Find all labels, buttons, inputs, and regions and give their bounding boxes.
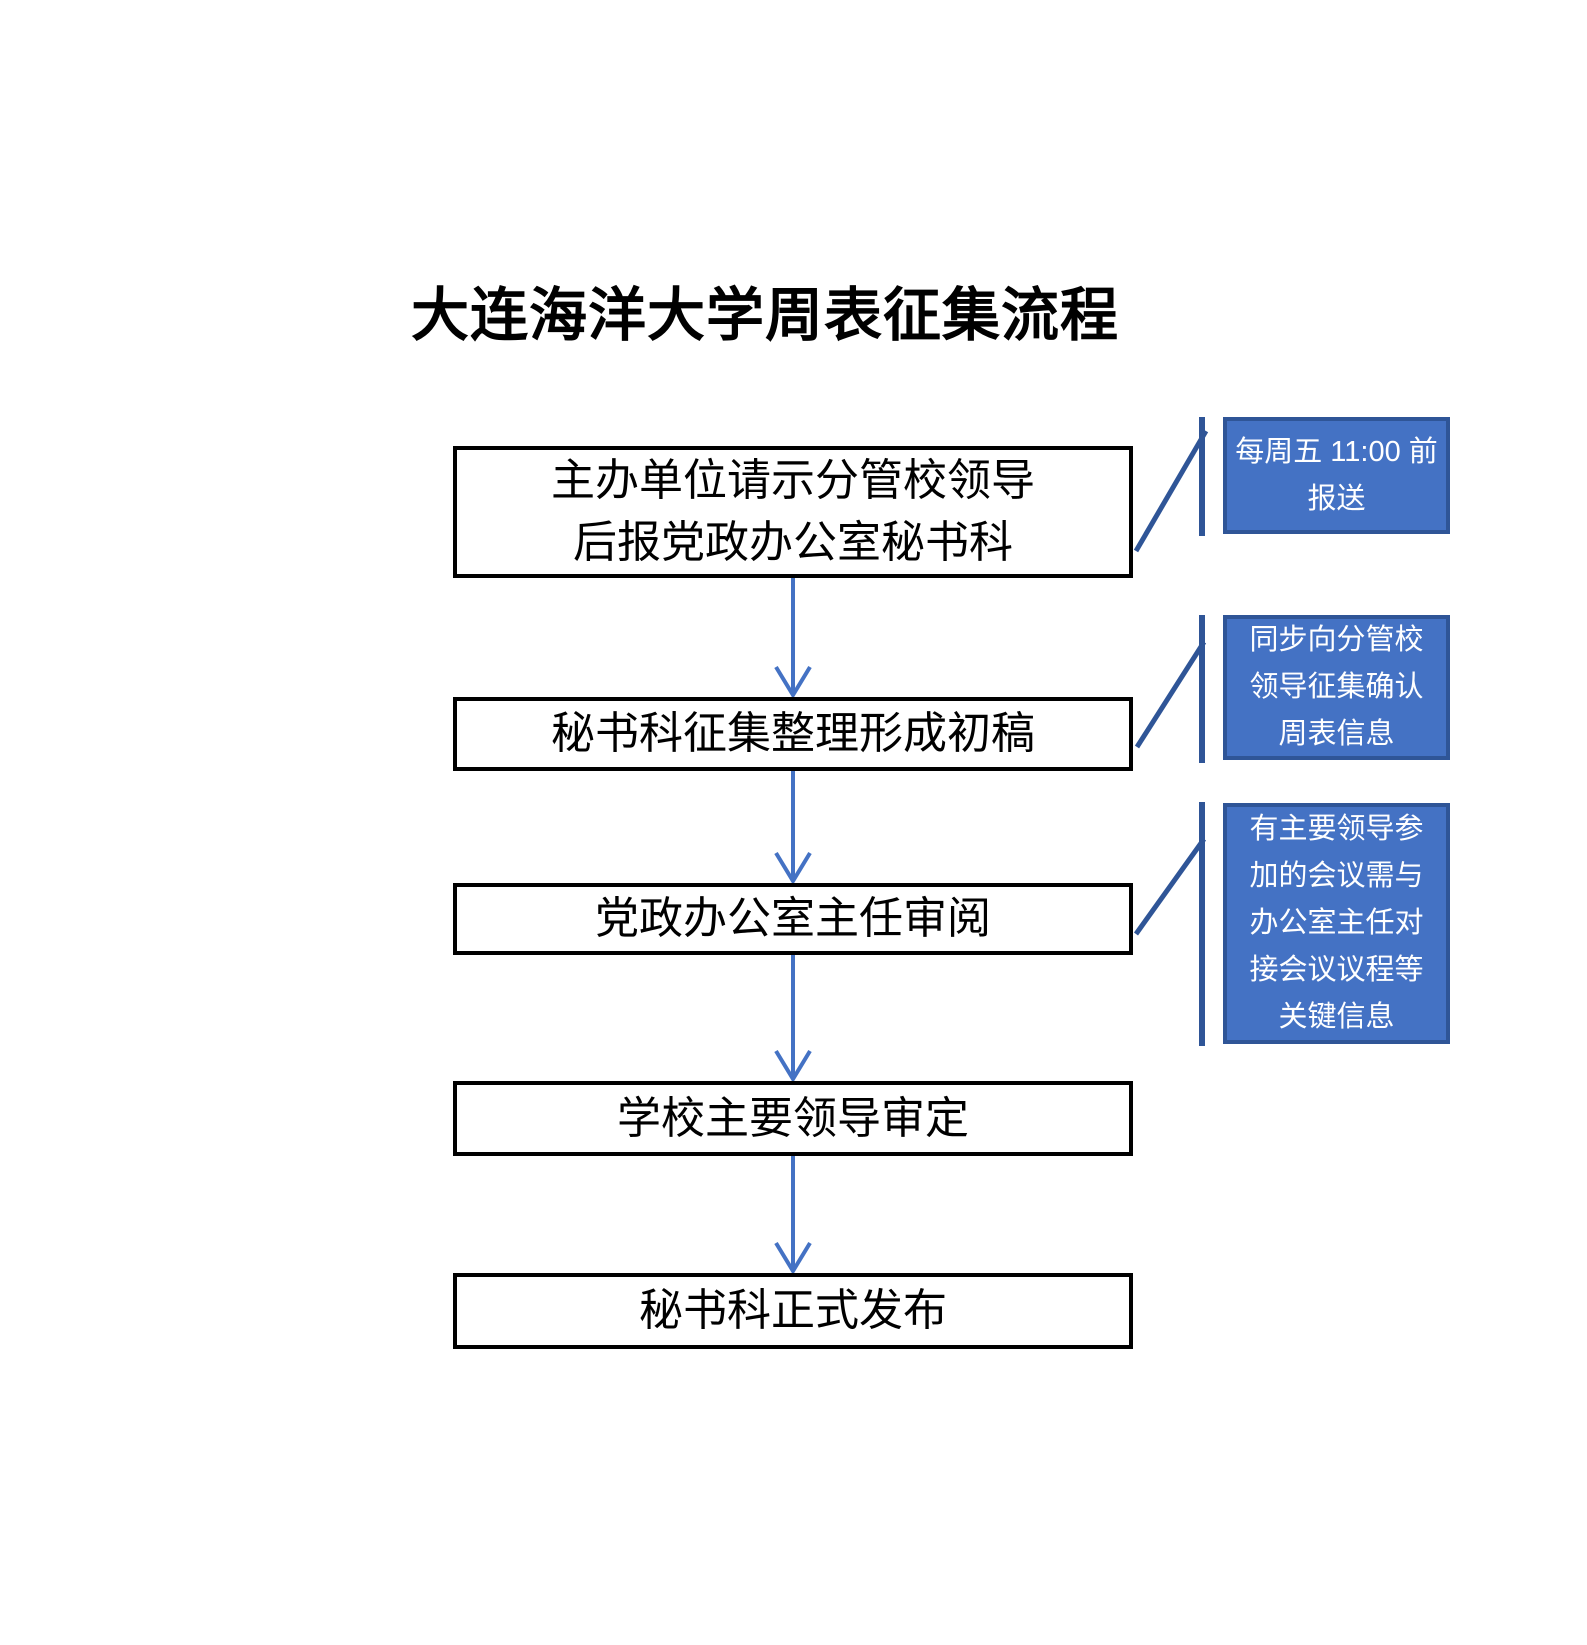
flow-arrow-4 (774, 1156, 812, 1275)
page-title: 大连海洋大学周表征集流程 (410, 283, 1119, 348)
flow-step-2: 秘书科征集整理形成初稿 (453, 697, 1133, 771)
callout-connector-line-2 (1134, 640, 1207, 749)
callout-connector-line-3 (1133, 837, 1207, 936)
flow-step-label: 主办单位请示分管校领导 (551, 456, 1035, 505)
callout-label: 同步向分管校 (1249, 624, 1424, 656)
callout-sync-note: 同步向分管校 领导征集确认 周表信息 (1223, 615, 1450, 760)
callout-meeting-note: 有主要领导参 加的会议需与 办公室主任对 接会议议程等 关键信息 (1223, 803, 1450, 1044)
callout-label: 领导征集确认 (1249, 671, 1424, 703)
callout-label: 有主要领导参 (1249, 813, 1424, 845)
flow-step-4: 学校主要领导审定 (453, 1081, 1133, 1156)
flow-step-1: 主办单位请示分管校领导 后报党政办公室秘书科 (453, 446, 1133, 578)
flow-step-label: 学校主要领导审定 (617, 1093, 969, 1143)
flow-arrow-2 (774, 771, 812, 885)
flow-step-5: 秘书科正式发布 (453, 1273, 1133, 1349)
callout-label: 加的会议需与 (1249, 860, 1424, 892)
callout-label: 每周五 11:00 前 (1235, 435, 1438, 468)
callout-label: 关键信息 (1278, 1001, 1395, 1033)
flow-step-label: 秘书科征集整理形成初稿 (551, 709, 1035, 758)
callout-label: 周表信息 (1278, 718, 1395, 750)
flow-step-label: 秘书科正式发布 (639, 1286, 947, 1335)
flow-step-3: 党政办公室主任审阅 (453, 883, 1133, 955)
flow-arrow-1 (774, 578, 812, 699)
flow-step-label: 后报党政办公室秘书科 (573, 518, 1013, 567)
callout-deadline-note: 每周五 11:00 前 报送 (1223, 417, 1450, 534)
callout-label: 报送 (1307, 482, 1366, 515)
callout-label: 接会议议程等 (1249, 954, 1424, 986)
callout-connector-line-1 (1133, 429, 1209, 553)
flow-arrow-3 (774, 955, 812, 1083)
flow-step-label: 党政办公室主任审阅 (595, 894, 991, 943)
callout-label: 办公室主任对 (1249, 907, 1424, 939)
